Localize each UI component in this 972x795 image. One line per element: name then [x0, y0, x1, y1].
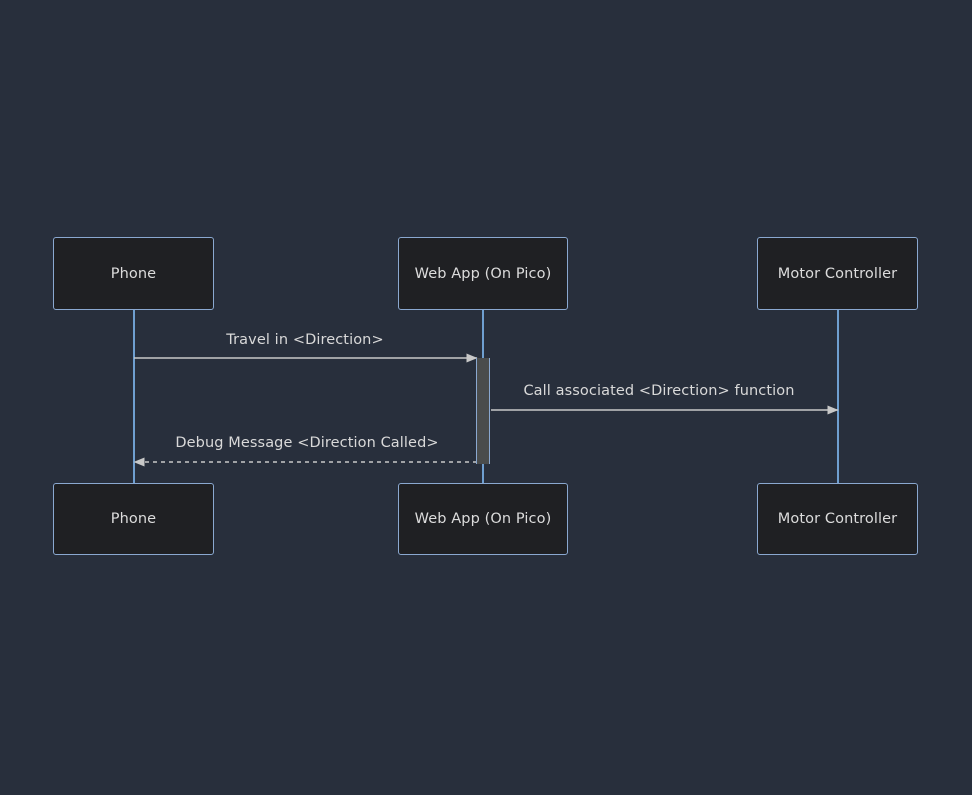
- participant-label-motor-bottom: Motor Controller: [777, 511, 898, 527]
- participant-box-webapp-bottom[interactable]: Web App (On Pico): [398, 483, 568, 555]
- participant-label-phone-top: Phone: [110, 265, 157, 282]
- message-label-debug: Debug Message <Direction Called>: [175, 435, 439, 451]
- messages-group: [133, 353, 839, 467]
- participant-label-motor-top: Motor Controller: [777, 265, 898, 282]
- participant-label-webapp-top: Web App (On Pico): [414, 265, 552, 282]
- participant-box-webapp-top[interactable]: Web App (On Pico): [398, 237, 568, 310]
- participant-label-phone-bottom: Phone: [110, 511, 157, 527]
- participant-box-motor-top[interactable]: Motor Controller: [757, 237, 918, 310]
- participant-box-phone-bottom[interactable]: Phone: [53, 483, 214, 555]
- activation-bar-webapp: [476, 358, 490, 464]
- participant-box-motor-bottom[interactable]: Motor Controller: [757, 483, 918, 555]
- participant-label-webapp-bottom: Web App (On Pico): [414, 511, 552, 527]
- participant-box-phone-top[interactable]: Phone: [53, 237, 214, 310]
- message-label-travel: Travel in <Direction>: [226, 332, 384, 348]
- message-label-call-function: Call associated <Direction> function: [523, 383, 795, 399]
